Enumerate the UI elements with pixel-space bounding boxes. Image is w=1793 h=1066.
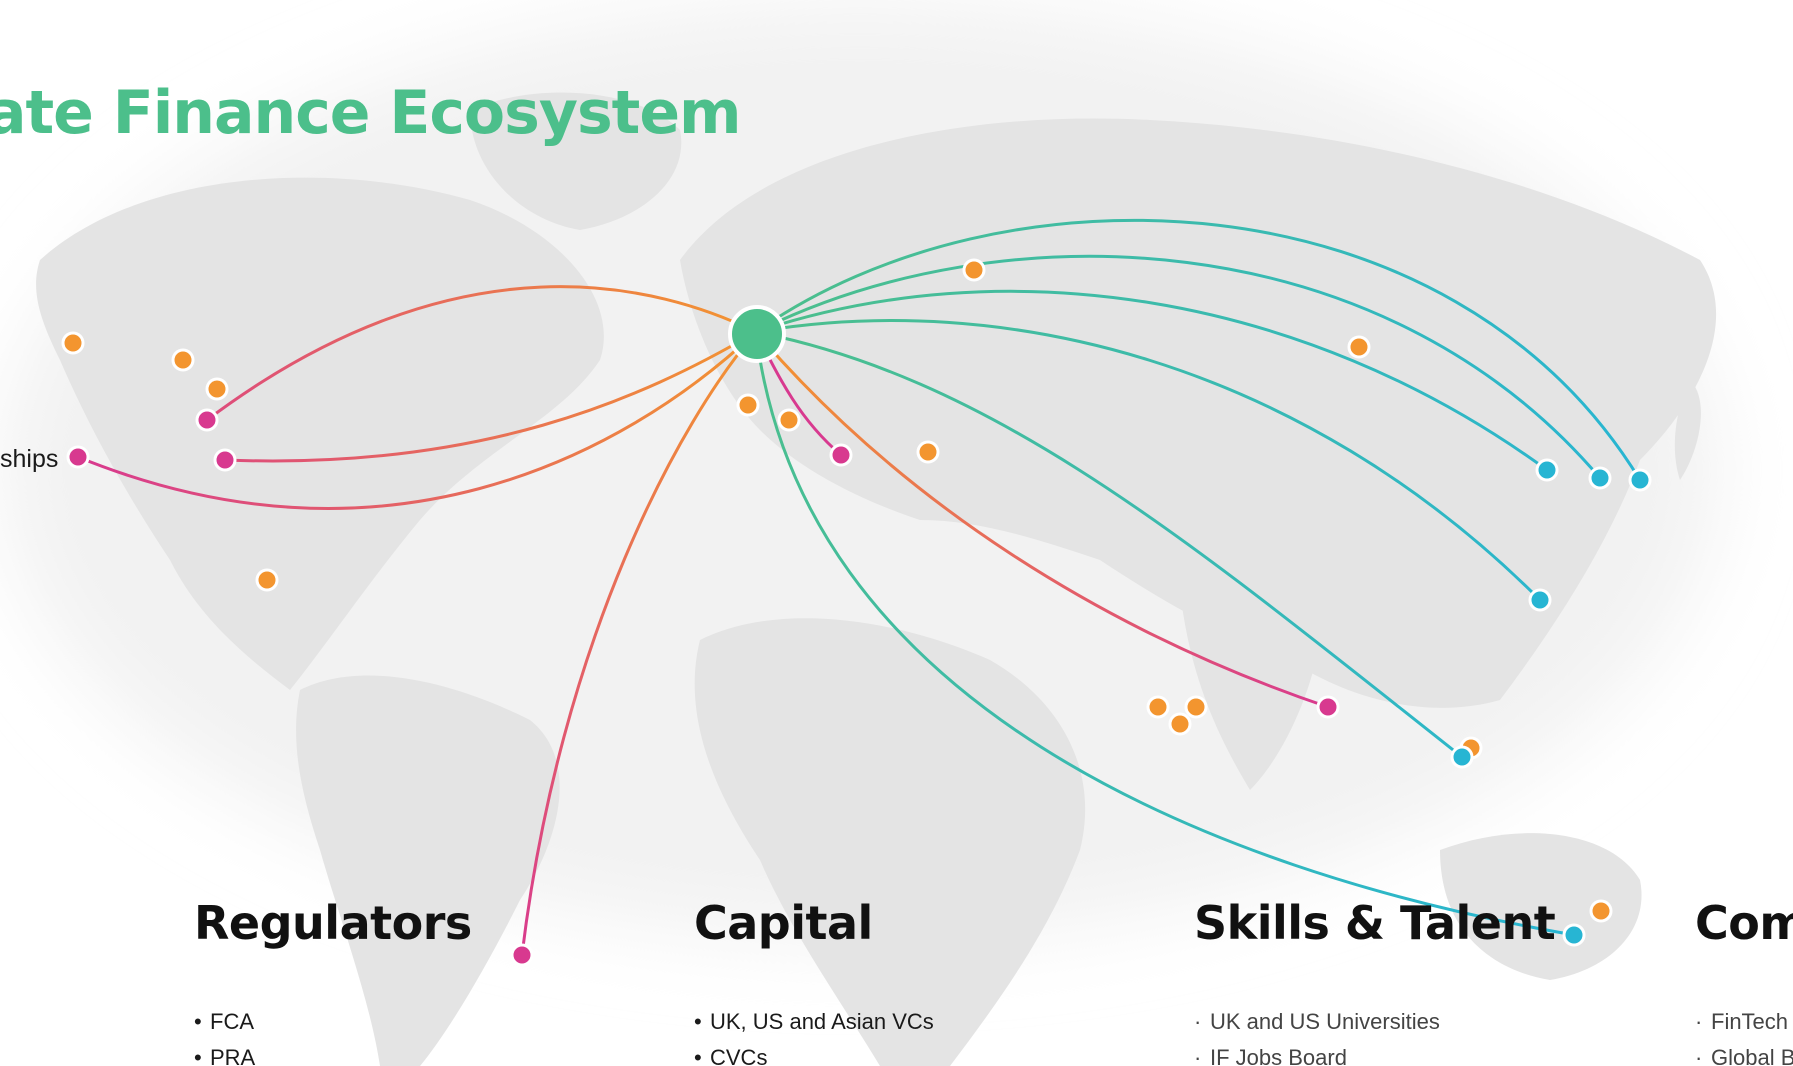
teal-nodes (1450, 458, 1652, 947)
node-magenta (1316, 695, 1340, 719)
bullet: • (194, 1009, 202, 1034)
section-heading: Capital (694, 896, 873, 950)
node-orange (61, 331, 85, 355)
list-item: •FCA (194, 1004, 255, 1040)
hub-node (728, 305, 786, 363)
continent-japan (1674, 380, 1701, 480)
node-orange (171, 348, 195, 372)
bullet: · (1695, 1009, 1703, 1034)
bullet: · (1194, 1009, 1202, 1034)
bullet: · (1194, 1045, 1202, 1066)
section-regulators: Regulators •FCA •PRA (194, 896, 472, 1066)
link-japan (754, 254, 1602, 480)
list-item: •UK, US and Asian VCs (694, 1004, 934, 1040)
link-canada-east (205, 285, 758, 422)
side-label: ships (0, 445, 59, 473)
node-orange (962, 258, 986, 282)
bullet: • (194, 1045, 202, 1066)
node-orange (1146, 695, 1170, 719)
continents (36, 92, 1717, 1066)
node-orange (916, 440, 940, 464)
section-capital: Capital •UK, US and Asian VCs •CVCs (694, 896, 934, 1066)
section-list: ·UK and US Universities ·IF Jobs Board (1194, 1004, 1440, 1066)
node-magenta (510, 943, 534, 967)
node-teal (1562, 923, 1586, 947)
page-title: ate Finance Ecosystem (0, 78, 742, 148)
node-magenta (195, 408, 219, 432)
section-list: •UK, US and Asian VCs •CVCs (694, 1004, 934, 1066)
list-item: ·Global Ba (1695, 1040, 1793, 1066)
link-korea (754, 289, 1549, 472)
node-orange (777, 408, 801, 432)
link-us-northeast (223, 330, 758, 463)
node-magenta (66, 445, 90, 469)
node-magenta (829, 443, 853, 467)
bullet: · (1695, 1045, 1703, 1066)
link-china (754, 319, 1542, 602)
section-heading: Skills & Talent (1194, 896, 1556, 950)
section-heading: Comr (1695, 896, 1793, 950)
continent-north-america (36, 177, 604, 690)
node-orange (1347, 335, 1371, 359)
section-community: Comr ·FinTech S ·Global Ba (1695, 896, 1793, 1066)
link-singapore (754, 330, 1464, 759)
bullet: • (694, 1009, 702, 1034)
node-teal (1535, 458, 1559, 482)
link-india (754, 330, 1330, 709)
node-orange (736, 393, 760, 417)
section-skills-talent: Skills & Talent ·UK and US Universities … (1194, 896, 1556, 1066)
node-orange (1184, 695, 1208, 719)
connection-lines (76, 218, 1642, 957)
link-australia (754, 330, 1576, 937)
node-teal (1528, 588, 1552, 612)
section-list: ·FinTech S ·Global Ba (1695, 1004, 1793, 1066)
list-item: •PRA (194, 1040, 255, 1066)
continent-africa (694, 618, 1086, 1066)
continent-australia (1440, 833, 1642, 980)
list-item: •CVCs (694, 1040, 934, 1066)
node-teal (1588, 466, 1612, 490)
section-list: •FCA •PRA (194, 1004, 255, 1066)
list-item: ·UK and US Universities (1194, 1004, 1440, 1040)
link-south-america (520, 330, 758, 957)
continent-eurasia (680, 118, 1717, 708)
orange-nodes (61, 258, 1613, 923)
continent-south-america (296, 675, 560, 1066)
link-japan-north (754, 218, 1642, 482)
node-teal (1628, 468, 1652, 492)
node-orange (1168, 712, 1192, 736)
continent-india (1180, 587, 1320, 790)
list-item: ·FinTech S (1695, 1004, 1793, 1040)
node-orange (205, 377, 229, 401)
list-item: ·IF Jobs Board (1194, 1040, 1440, 1066)
magenta-nodes (66, 408, 1340, 967)
continent-greenland (470, 92, 682, 230)
section-heading: Regulators (194, 896, 472, 950)
node-magenta (213, 448, 237, 472)
link-us-west (76, 330, 758, 510)
node-teal (1450, 745, 1474, 769)
node-orange (1589, 899, 1613, 923)
node-orange (255, 568, 279, 592)
bullet: • (694, 1045, 702, 1066)
